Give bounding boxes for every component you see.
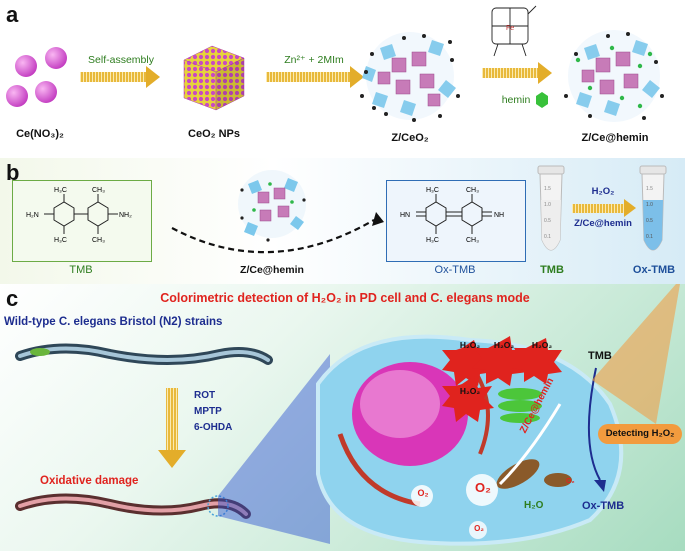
o2-label-large: O₂ [475, 480, 491, 495]
detecting-label: Detecting H₂O₂ [605, 428, 675, 439]
hemin-hexagon [536, 92, 548, 108]
h2o2-burst-4: H₂O₂ [459, 386, 481, 396]
panel-c-title: Colorimetric detection of H₂O₂ in PD cel… [160, 291, 530, 305]
ox-nh: NH [494, 212, 504, 219]
tmb-h3c-bottom: H₃C [54, 237, 67, 244]
zoom-cone [218, 354, 330, 544]
wildtype-label: Wild-type C. elegans Bristol (N2) strain… [4, 316, 223, 328]
tmb-tube-tick-1: 1.5 [544, 186, 551, 192]
hemin-arrow [482, 68, 538, 78]
z-ce-hemin-label-b: Z/Ce@hemin [240, 264, 304, 276]
tube-ox-tmb-label: Ox-TMB [632, 264, 676, 276]
panel-c-graphics [15, 284, 680, 546]
ox-tube-tick-3: 0.5 [646, 218, 653, 224]
hemin-structure [491, 5, 537, 57]
h2o2-burst-1: H₂O₂ [459, 340, 481, 350]
tmb-nh2: NH₂ [119, 212, 132, 219]
ox-tmb-cell-label: Ox-TMB [582, 500, 625, 512]
tmb-h2n: H₂N [26, 212, 39, 219]
z-ceo2-composite [360, 32, 460, 122]
ox-tmb-structure: H₃C CH₃ HN NH H₃C CH₃ [400, 187, 504, 244]
treatment-6ohda: 6-OHDA [194, 422, 233, 433]
ox-ch3-top: CH₃ [466, 187, 479, 194]
mitochondrion [496, 459, 540, 489]
tmb-tube-tick-4: 0.1 [544, 234, 551, 240]
ceo2-nps-label: CeO₂ NPs [188, 128, 240, 140]
ceo2-cube [183, 45, 245, 111]
ox-ch3-bottom: CH₃ [466, 237, 479, 244]
oxidative-damage-label: Oxidative damage [40, 475, 139, 487]
panel-b-letter: b [6, 160, 20, 185]
panel-a-letter: a [6, 2, 19, 27]
h2o2-arrow [572, 204, 624, 213]
z-ceo2-label: Z/CeO₂ [391, 132, 429, 144]
o2-bubble-large [466, 474, 498, 506]
h2o-label: H₂O [524, 500, 544, 511]
tmb-structure: H₃C CH₃ H₂N NH₂ H₃C CH₃ [26, 187, 132, 244]
z-ce-hemin-composite [564, 30, 664, 122]
cell [316, 334, 624, 546]
h2o2-burst-3: H₂O₂ [531, 340, 553, 350]
z-ce-hemin-label-a: Z/Ce@hemin [581, 132, 649, 144]
tmb-h3c-top: H₃C [54, 187, 67, 194]
treatment-arrow [166, 388, 178, 452]
o2-label-bottom: O₂ [474, 524, 484, 533]
svg-text:Fe: Fe [506, 25, 514, 32]
tmb-label: TMB [69, 264, 93, 276]
ox-tmb-tube [639, 165, 667, 251]
ox-tube-tick-4: 0.1 [646, 234, 653, 240]
ce-ion-sphere [6, 85, 28, 107]
ce-ion-sphere [45, 47, 67, 69]
er [337, 433, 421, 507]
detect-funnel [592, 284, 680, 424]
worm-zoom-circle [207, 495, 229, 517]
ox-hn: HN [400, 212, 410, 219]
tmb-tube-tick-2: 1.0 [544, 202, 551, 208]
ce-ion-sphere [15, 55, 37, 77]
ox-tube-tick-2: 1.0 [646, 202, 653, 208]
dashed-arrow [171, 219, 375, 254]
zn-2mim-arrow [266, 72, 350, 82]
tmb-ch3-bottom: CH₃ [92, 237, 105, 244]
tmb-structure-box [12, 180, 152, 262]
tmb-arrow [587, 367, 601, 481]
tube-tmb-label: TMB [540, 264, 564, 276]
o2-bubble-small [411, 485, 433, 507]
panel-c-letter: c [6, 286, 19, 311]
tube-arrow-top-label: H₂O₂ [591, 186, 615, 197]
hemin-label: hemin [501, 94, 531, 106]
self-assembly-label: Self-assembly [88, 54, 154, 66]
z-ce-hemin-particle [238, 170, 306, 242]
o2-label-right: O₂ [566, 478, 575, 485]
golgi [498, 388, 542, 423]
ce-no3-label: Ce(NO₃)₂ [16, 128, 64, 140]
panel-a-graphics: Fe [6, 5, 664, 122]
tube-arrow-bottom-label: Z/Ce@hemin [574, 218, 632, 229]
tmb-tube [537, 165, 565, 251]
cell-tmb-label: TMB [588, 350, 612, 362]
zn-2mim-label: Zn²⁺ + 2MIm [284, 54, 344, 66]
panel-b-center [171, 170, 384, 254]
h2o2-burst-2: H₂O₂ [493, 340, 515, 350]
tmb-tube-tick-3: 0.5 [544, 218, 551, 224]
detecting-badge [598, 424, 682, 444]
treatment-mptp: MPTP [194, 406, 222, 417]
ox-h3c-bottom: H₃C [426, 237, 439, 244]
ox-h3c-top: H₃C [426, 187, 439, 194]
ox-tmb-label: Ox-TMB [434, 264, 476, 276]
ox-tmb-structure-box [386, 180, 526, 262]
self-assembly-arrow [80, 72, 146, 82]
ros-bursts [442, 336, 562, 422]
ce-ion-sphere [35, 81, 57, 103]
o2-label-small: O₂ [417, 488, 429, 498]
tmb-ch3-top: CH₃ [92, 187, 105, 194]
tubes: 1.5 1.0 0.5 0.1 1.5 1.0 0.5 0.1 [537, 165, 667, 251]
treatment-rot: ROT [194, 390, 216, 401]
ox-tube-tick-1: 1.5 [646, 186, 653, 192]
